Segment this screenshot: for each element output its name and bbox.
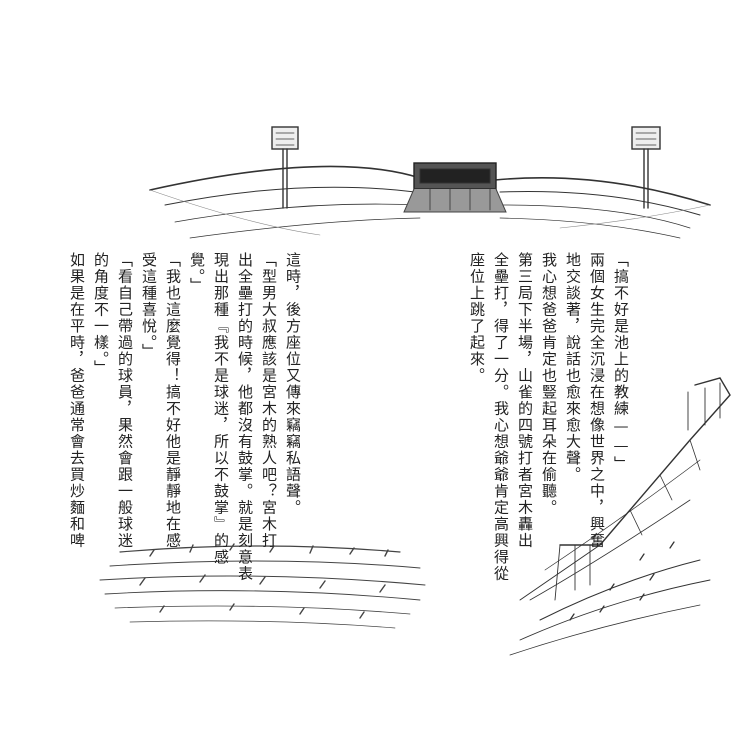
paragraph: 如果是在平時，爸爸通常會去買炒麵和啤 xyxy=(68,252,86,549)
paragraph: 「搞不好是池上的教練——」 xyxy=(612,252,630,473)
paragraph: 受這種喜悅。」 xyxy=(140,252,158,360)
paragraph: 出全壘打的時候，他都沒有鼓掌。就是刻意表 xyxy=(236,252,254,582)
right-light-tower xyxy=(631,126,661,209)
stadium-stands-sketch xyxy=(149,165,711,239)
paragraph: 座位上跳了起來。 xyxy=(468,252,486,384)
left-text-block: 這時，後方座位又傳來竊竊私語聲。 「型男大叔應該是宮木的熟人吧？宮木打 出全壘打… xyxy=(65,252,305,582)
paragraph: 這時，後方座位又傳來竊竊私語聲。 xyxy=(284,252,302,516)
paragraph: 兩個女生完全沉浸在想像世界之中，興奮 xyxy=(588,252,606,549)
paragraph: 的角度不一樣。」 xyxy=(92,252,110,377)
bottom-left-stands-sketch xyxy=(99,543,426,629)
paragraph: 我心想爸爸肯定也豎起耳朵在偷聽。 xyxy=(540,252,558,516)
left-light-tower xyxy=(271,126,299,209)
paragraph: 「看自己帶過的球員，果然會跟一般球迷 xyxy=(116,252,134,549)
paragraph: 全壘打，得了一分。我心想爺爺肯定高興得從 xyxy=(492,252,510,582)
right-text-block: 「搞不好是池上的教練——」 兩個女生完全沉浸在想像世界之中，興奮 地交談著，說話… xyxy=(465,252,633,582)
paragraph: 「型男大叔應該是宮木的熟人吧？宮木打 xyxy=(260,252,278,549)
paragraph: 「我也這麼覺得！搞不好他是靜靜地在感 xyxy=(164,252,182,549)
scoreboard-building xyxy=(403,162,507,213)
bottom-right-stands-sketch xyxy=(509,377,731,656)
paragraph: 第三局下半場，山雀的四號打者宮木轟出 xyxy=(516,252,534,549)
paragraph: 現出那種『我不是球迷，所以不鼓掌』的感 xyxy=(212,252,230,566)
paragraph: 覺。」 xyxy=(188,252,206,294)
paragraph: 地交談著，說話也愈來愈大聲。 xyxy=(564,252,582,483)
